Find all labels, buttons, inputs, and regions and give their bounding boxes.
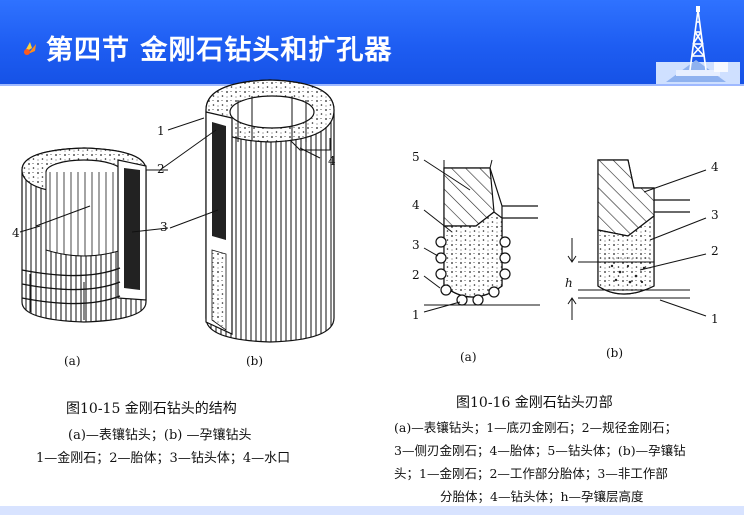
fig16-label-3b: 3 [711, 208, 719, 222]
fig15-label-4a: 4 [12, 226, 20, 240]
slide-title: 第四节 金刚石钻头和扩孔器 [46, 35, 393, 66]
fig15-label-a: (a) [64, 354, 81, 368]
fig16-legend-line4: 分胎体；4—钻头体；h—孕镶层高度 [440, 489, 644, 504]
fig16-label-5: 5 [412, 150, 420, 164]
fig16-label-4b: 4 [711, 160, 719, 174]
fig15-legend-line2: 1—金刚石；2—胎体；3—钻头体；4—水口 [36, 451, 291, 466]
fig15-label-2: 2 [157, 162, 165, 176]
fig16-legend-line1: (a)—表镶钻头；1—底刃金刚石；2—规径金刚石； [394, 420, 678, 435]
fig16-label-4a: 4 [412, 198, 420, 212]
fig16-legend-line3: 头；1—金刚石；2—工作部分胎体；3—非工作部 [394, 466, 668, 481]
title-bar [0, 0, 744, 84]
fig15-legend-line1: (a)—表镶钻头；(b) —孕镶钻头 [68, 428, 252, 443]
fig16-caption: 图10-16 金刚石钻头刃部 [456, 395, 613, 411]
fig16-leaders [423, 159, 707, 317]
fig16-label-2a: 2 [412, 268, 420, 282]
bullet-icon [24, 42, 36, 55]
fig15-label-4b: 4 [328, 154, 336, 168]
fig15-leaders [19, 117, 321, 233]
fig16-label-h: h [565, 276, 573, 290]
fig16-label-1b: 1 [711, 312, 719, 326]
fig16-label-3a: 3 [412, 238, 420, 252]
fig16-label-a: (a) [460, 350, 477, 364]
drilling-rig-logo-icon [656, 6, 740, 84]
fig16-legend-line2: 3—侧刃金刚石；4—胎体；5—钻头体；(b)—孕镶钻 [394, 443, 686, 458]
fig15-label-b: (b) [246, 354, 264, 368]
fig16-label-1a: 1 [412, 308, 420, 322]
bit-b-drawing [205, 79, 335, 343]
fig15-label-3: 3 [160, 220, 168, 234]
title-divider [0, 84, 744, 86]
bit-a-drawing [21, 147, 147, 323]
fig16-label-2b: 2 [711, 244, 719, 258]
fig15-caption: 图10-15 金刚石钻头的结构 [66, 401, 237, 417]
fig16-b-drawing [567, 159, 690, 320]
fig16-label-b: (b) [606, 346, 624, 360]
fig16-a-drawing [424, 159, 540, 306]
fig15-label-1: 1 [157, 124, 165, 138]
bottom-bar [0, 506, 744, 515]
